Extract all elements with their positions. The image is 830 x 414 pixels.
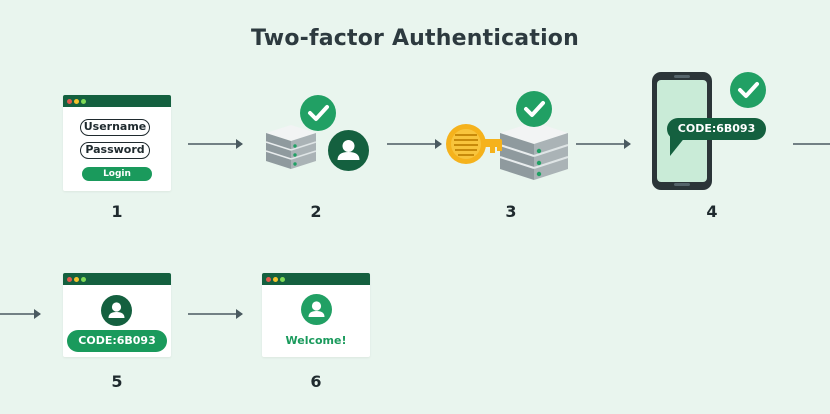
step-number-2: 2: [310, 202, 322, 221]
step-number-6: 6: [310, 372, 322, 391]
window-dot-green: [81, 99, 86, 104]
arrow-right-icon: [387, 139, 442, 149]
window-dot-green: [280, 277, 285, 282]
arrow-right-icon: [0, 309, 41, 319]
user-icon: [328, 130, 369, 171]
check-badge-icon: [730, 72, 766, 108]
sms-code-bubble: CODE:6B093: [667, 118, 766, 140]
window-dot-yellow: [74, 277, 79, 282]
welcome-window: Welcome!: [262, 273, 370, 357]
arrow-right-icon: [188, 139, 243, 149]
step-number-5: 5: [111, 372, 123, 391]
step-number-4: 4: [706, 202, 718, 221]
window-dot-red: [266, 277, 271, 282]
window-dot-yellow: [74, 99, 79, 104]
check-badge-icon: [300, 95, 336, 131]
step-number-3: 3: [505, 202, 517, 221]
window-dot-green: [81, 277, 86, 282]
code-input-field[interactable]: CODE:6B093: [67, 330, 167, 352]
password-field[interactable]: Password: [80, 142, 150, 159]
key-icon: [446, 124, 502, 164]
username-field[interactable]: Username: [80, 119, 150, 136]
step-number-1: 1: [111, 202, 123, 221]
check-badge-icon: [516, 91, 552, 127]
user-icon: [101, 295, 132, 326]
arrow-right-icon: [188, 309, 243, 319]
arrow-right-icon: [576, 139, 631, 149]
user-icon: [301, 294, 332, 325]
window-title-bar: [63, 95, 171, 107]
window-title-bar: [262, 273, 370, 285]
login-window: Username Password Login: [63, 95, 171, 191]
server-icon: [265, 125, 317, 169]
connector-line: [793, 143, 830, 145]
chat-bubble-tail: [670, 136, 686, 156]
diagram-title: Two-factor Authentication: [251, 26, 579, 51]
login-button[interactable]: Login: [82, 167, 152, 181]
server-icon: [499, 122, 569, 180]
code-entry-window: CODE:6B093: [63, 273, 171, 357]
window-dot-red: [67, 277, 72, 282]
window-dot-yellow: [273, 277, 278, 282]
welcome-message: Welcome!: [285, 334, 347, 347]
window-dot-red: [67, 99, 72, 104]
window-title-bar: [63, 273, 171, 285]
